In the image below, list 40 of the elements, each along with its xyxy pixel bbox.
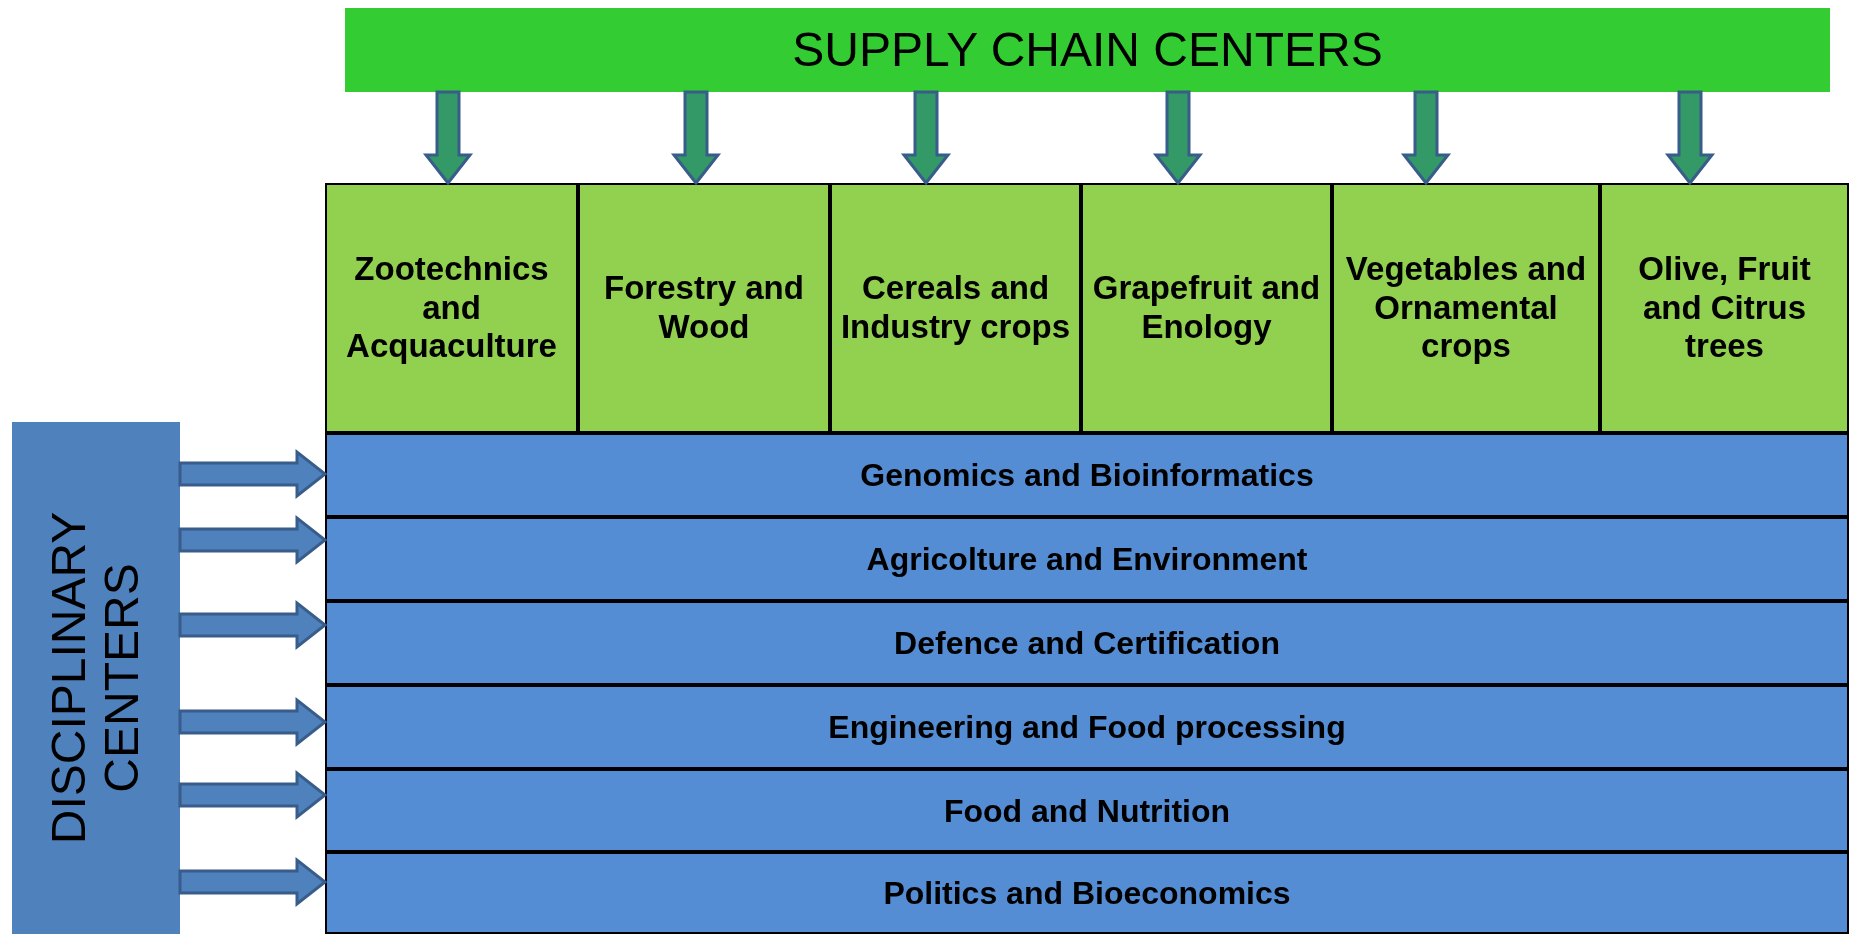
discipline-row: [325, 685, 1849, 769]
category-cell: [325, 183, 578, 433]
cell-label: Forestry and Wood: [603, 269, 805, 347]
block-arrow: [1664, 90, 1716, 186]
block-arrow: [178, 696, 328, 748]
discipline-row: [325, 517, 1849, 601]
block-arrow: [670, 90, 722, 186]
discipline-row: [325, 852, 1849, 934]
cell-label: Defence and Certification: [894, 624, 1280, 663]
side-title: DISCIPLINARY CENTERS: [42, 511, 148, 845]
category-cell: [1332, 183, 1600, 433]
cell-label: Cereals and Industry crops: [839, 269, 1072, 347]
cell-label: Food and Nutrition: [943, 791, 1231, 831]
category-cell: [1600, 183, 1849, 433]
discipline-row: [325, 769, 1849, 852]
cell-label: Genomics and Bioinformatics: [860, 456, 1314, 495]
block-arrow: [178, 856, 328, 908]
block-arrow: [178, 769, 328, 821]
cell-label: Grapefruit and Enology: [1091, 269, 1322, 347]
cell-label: Agricolture and Environment: [866, 540, 1308, 579]
block-arrow: [178, 448, 328, 500]
category-cell: [578, 183, 830, 433]
block-arrow: [178, 599, 328, 651]
discipline-row: [325, 601, 1849, 685]
cell-label: Engineering and Food processing: [828, 708, 1346, 747]
cell-label: Vegetables and Ornamental crops: [1344, 250, 1588, 366]
header-bar: [345, 8, 1830, 92]
category-cell: [1081, 183, 1332, 433]
block-arrow: [178, 514, 328, 566]
block-arrow: [1400, 90, 1452, 186]
cell-label: Politics and Bioeconomics: [883, 874, 1291, 913]
block-arrow: [422, 90, 474, 186]
cell-label: Zootechnics and Acquaculture: [345, 250, 558, 366]
block-arrow: [1152, 90, 1204, 186]
cell-label: Olive, Fruit and Citrus trees: [1637, 250, 1812, 366]
block-arrow: [900, 90, 952, 186]
header-title: SUPPLY CHAIN CENTERS: [792, 22, 1383, 78]
category-cell: [830, 183, 1081, 433]
side-panel: [12, 422, 180, 934]
discipline-row: [325, 433, 1849, 517]
